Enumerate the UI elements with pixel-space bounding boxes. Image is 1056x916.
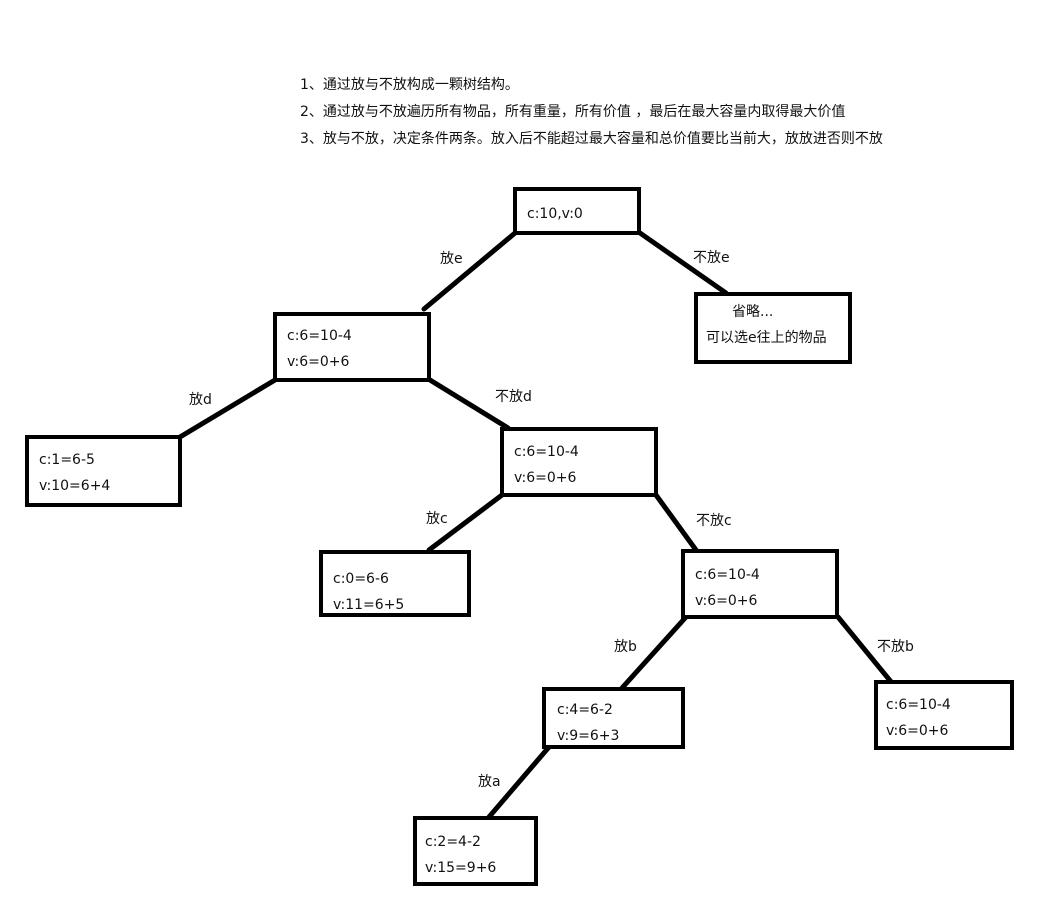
node-skip-e-line2: 可以选e往上的物品 [706, 330, 827, 346]
edge-put-e [421, 230, 518, 312]
edge-label-skip-b: 不放b [877, 639, 914, 655]
edge-put-d [177, 377, 278, 440]
notes: 1、通过放与不放构成一颗树结构。 2、通过放与不放遍历所有物品，所有重量，所有价… [300, 72, 883, 153]
node-put-e: c:6=10-4 v:6=0+6 [273, 312, 431, 382]
node-skip-e-line1: 省略... [732, 304, 774, 320]
node-skip-e: 省略... 可以选e往上的物品 [694, 292, 852, 364]
node-put-e-line1: c:6=10-4 [287, 328, 352, 344]
node-put-a-line2: v:15=9+6 [425, 860, 497, 876]
edge-label-put-c: 放c [426, 511, 448, 527]
node-skip-b: c:6=10-4 v:6=0+6 [874, 680, 1014, 750]
node-skip-b-line1: c:6=10-4 [886, 697, 951, 713]
node-put-b: c:4=6-2 v:9=6+3 [542, 687, 685, 749]
edge-label-put-e: 放e [440, 251, 463, 267]
edge-skip-d [427, 377, 511, 431]
node-root: c:10,v:0 [513, 187, 641, 235]
edge-put-b [619, 614, 689, 691]
edge-label-skip-e: 不放e [693, 250, 730, 266]
edge-label-skip-c: 不放c [696, 513, 732, 529]
node-put-c-line1: c:0=6-6 [333, 571, 389, 587]
node-put-c: c:0=6-6 v:11=6+5 [319, 550, 471, 617]
node-skip-c: c:6=10-4 v:6=0+6 [681, 549, 839, 619]
edge-label-put-d: 放d [189, 392, 212, 408]
edge-skip-c [653, 492, 699, 553]
note-3: 3、放与不放，决定条件两条。放入后不能超过最大容量和总价值要比当前大，放放进否则… [300, 131, 883, 147]
node-root-line1: c:10,v:0 [527, 206, 583, 222]
node-put-d-line1: c:1=6-5 [39, 452, 95, 468]
edge-put-a [486, 744, 552, 820]
node-skip-d-line1: c:6=10-4 [514, 444, 579, 460]
node-put-e-line2: v:6=0+6 [287, 354, 350, 370]
node-put-b-line2: v:9=6+3 [557, 728, 620, 744]
node-put-a-line1: c:2=4-2 [425, 834, 481, 850]
edge-skip-b [835, 614, 895, 686]
node-put-d: c:1=6-5 v:10=6+4 [25, 435, 182, 507]
edge-skip-e [637, 230, 729, 296]
node-skip-c-line1: c:6=10-4 [695, 567, 760, 583]
edge-put-c [426, 492, 505, 553]
node-put-d-line2: v:10=6+4 [39, 478, 111, 494]
node-put-a: c:2=4-2 v:15=9+6 [413, 816, 538, 886]
node-put-c-line2: v:11=6+5 [333, 597, 405, 613]
node-skip-b-line2: v:6=0+6 [886, 723, 949, 739]
edge-label-skip-d: 不放d [495, 389, 532, 405]
note-1: 1、通过放与不放构成一颗树结构。 [300, 77, 519, 93]
node-skip-c-line2: v:6=0+6 [695, 593, 758, 609]
edge-label-put-b: 放b [614, 639, 637, 655]
node-skip-d-line2: v:6=0+6 [514, 470, 577, 486]
node-skip-d: c:6=10-4 v:6=0+6 [500, 427, 658, 497]
node-put-b-line1: c:4=6-2 [557, 702, 613, 718]
edge-label-put-a: 放a [478, 774, 501, 790]
note-2: 2、通过放与不放遍历所有物品，所有重量，所有价值 ，最后在最大容量内取得最大价值 [300, 104, 846, 120]
